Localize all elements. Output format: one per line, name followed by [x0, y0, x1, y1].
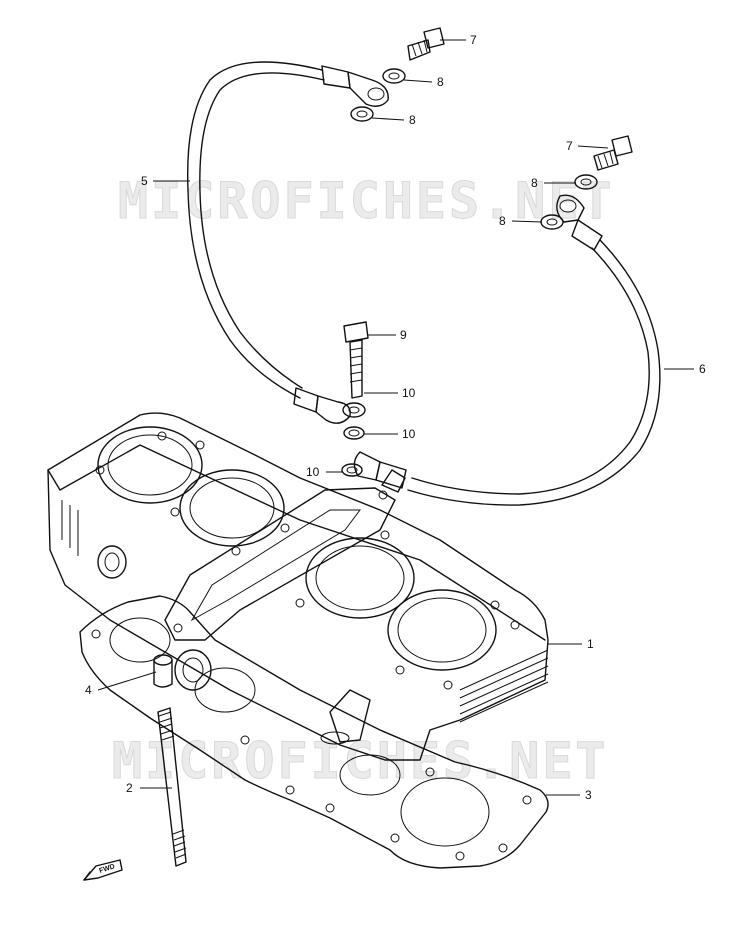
washer-10c [341, 463, 363, 477]
dowel-pin [153, 654, 173, 688]
cylinder-block [47, 412, 549, 761]
oil-hose-right [353, 194, 661, 506]
callout-8-right-b: 8 [499, 214, 506, 228]
callout-10-b: 10 [402, 427, 416, 441]
washer-8-top-a [382, 68, 406, 84]
callout-7-right: 7 [566, 139, 573, 153]
banjo-bolt-7-top [407, 27, 445, 61]
washer-10b [343, 426, 365, 440]
leader-lines [97, 39, 694, 796]
forward-arrow-icon: FWD [83, 859, 123, 881]
cylinder-gasket [79, 595, 549, 869]
callout-9: 9 [400, 328, 407, 342]
callout-8-right-a: 8 [531, 176, 538, 190]
callout-1: 1 [587, 637, 594, 651]
washer-8-top-b [350, 106, 374, 122]
callout-6: 6 [699, 362, 706, 376]
callout-2: 2 [126, 781, 133, 795]
watermark-top: MICROFICHES.NET [118, 172, 615, 230]
washer-10a [342, 402, 366, 418]
callout-5: 5 [141, 174, 148, 188]
callout-10-a: 10 [402, 386, 416, 400]
stud-bolt [157, 707, 187, 867]
callout-8-top-b: 8 [409, 113, 416, 127]
callout-8-top-a: 8 [437, 75, 444, 89]
banjo-bolt-9 [343, 321, 369, 399]
callout-4: 4 [85, 683, 92, 697]
fwd-label: FWD [98, 863, 115, 875]
callout-10-c: 10 [306, 465, 320, 479]
washer-8-right-a [574, 174, 598, 190]
watermark-bottom: MICROFICHES.NET [112, 732, 609, 790]
banjo-bolt-7-right [593, 135, 633, 171]
callout-3: 3 [585, 788, 592, 802]
callout-7-top: 7 [470, 33, 477, 47]
